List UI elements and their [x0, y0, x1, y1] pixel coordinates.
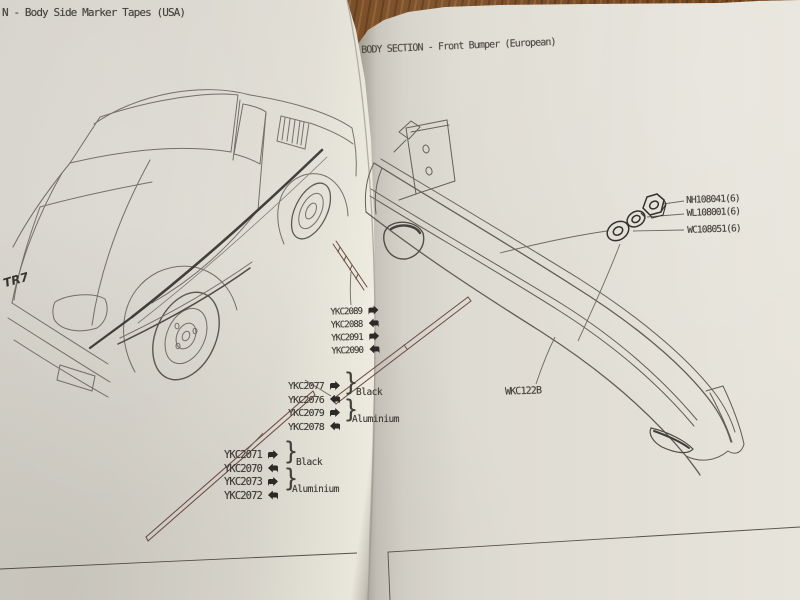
part-row: YKC2071: [224, 449, 278, 463]
finish-label: Aluminium: [352, 414, 399, 425]
fastener-label: WL108001(6): [686, 206, 741, 219]
left-arrow-icon: [330, 395, 340, 404]
left-arrow-icon: [330, 422, 340, 431]
left-arrow-icon: [268, 491, 278, 500]
part-row: YKC2072: [224, 490, 278, 504]
part-row: YKC2070: [224, 463, 278, 477]
left-arrow-icon: [268, 464, 278, 473]
part-row: YKC2078: [288, 421, 340, 435]
stripe-tape-part-list: YKC2089 YKC2088 YKC2091 YKC2090: [330, 305, 379, 358]
mid-tape-part-list: YKC2077 YKC2076 YKC2079 YKC2078 } Black …: [288, 371, 399, 435]
right-arrow-icon: [369, 331, 379, 340]
left-page: [0, 0, 375, 600]
part-row: YKC2079: [288, 407, 340, 421]
part-row: YKC2091: [331, 331, 379, 345]
right-page: [350, 0, 800, 600]
finish-label: Black: [296, 457, 323, 468]
part-row: YKC2076: [288, 394, 340, 408]
right-arrow-icon: [268, 477, 278, 486]
fastener-label: NH108041(6): [686, 193, 740, 206]
finish-label: Black: [356, 387, 383, 398]
part-row: YKC2090: [331, 344, 379, 358]
right-arrow-icon: [268, 450, 278, 459]
left-arrow-icon: [369, 344, 379, 353]
low-tape-part-list: YKC2071 YKC2070 YKC2073 YKC2072 } Black …: [224, 440, 339, 504]
part-row: YKC2077: [288, 380, 340, 394]
bumper-part-label: WKC122B: [504, 385, 542, 398]
right-arrow-icon: [368, 305, 378, 314]
right-arrow-icon: [330, 381, 340, 390]
finish-label: Aluminium: [292, 484, 339, 495]
left-arrow-icon: [369, 318, 379, 327]
left-page-header: N - Body Side Marker Tapes (USA): [2, 6, 186, 19]
right-arrow-icon: [330, 408, 340, 417]
part-row: YKC2088: [331, 318, 379, 332]
part-row: YKC2073: [224, 476, 278, 490]
part-row: YKC2089: [330, 305, 378, 319]
fastener-label: WC108051(6): [687, 223, 741, 236]
